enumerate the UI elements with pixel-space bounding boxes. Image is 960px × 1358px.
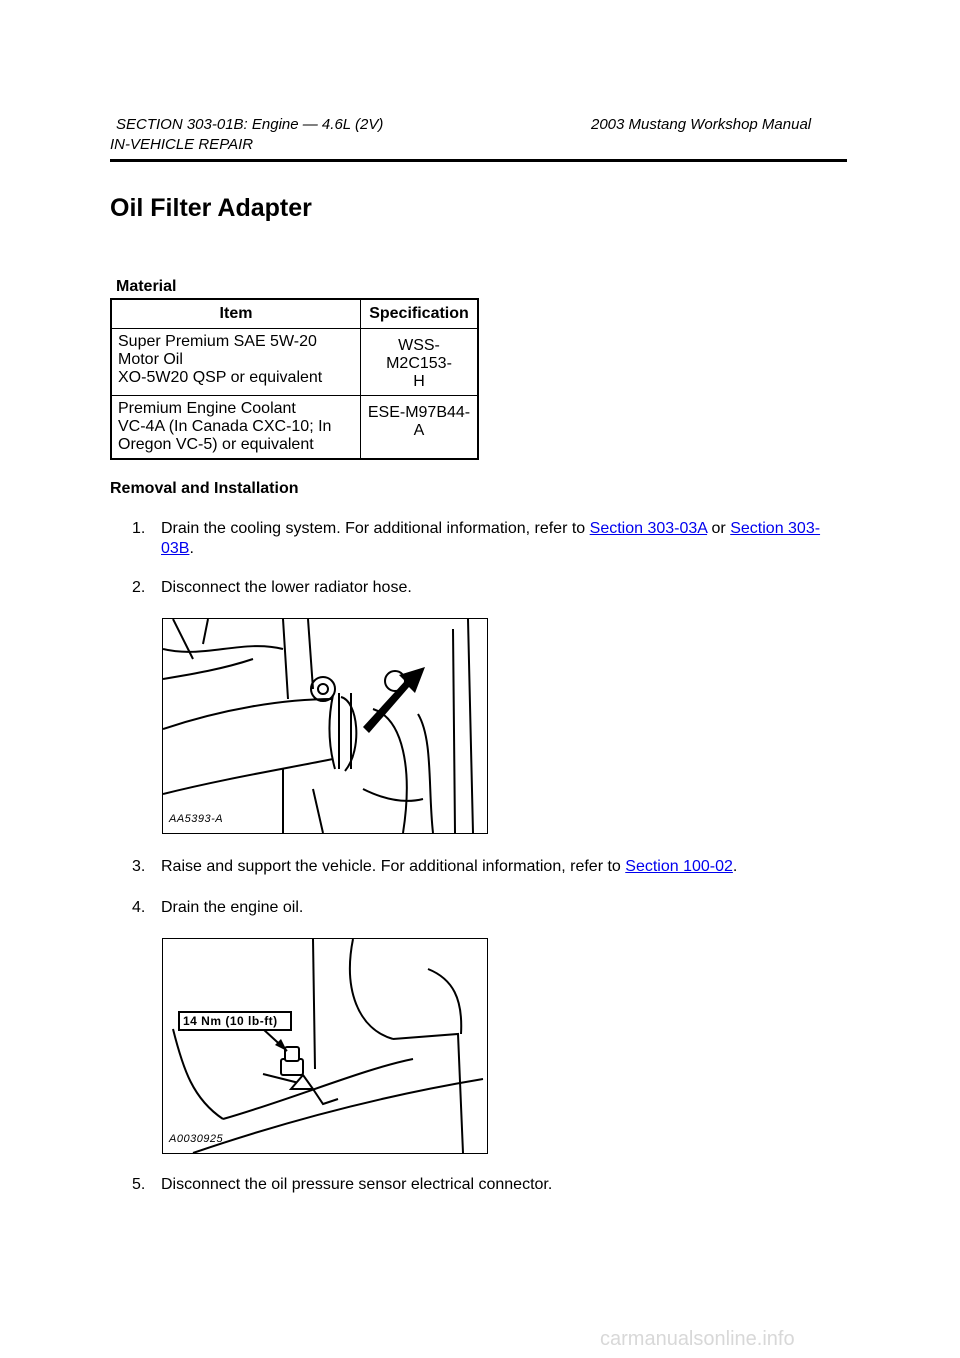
material-item-cell: Premium Engine Coolant VC-4A (In Canada … <box>110 395 361 460</box>
step-text: Disconnect the lower radiator hose. <box>161 579 412 596</box>
step-number: 5. <box>132 1176 146 1193</box>
header-subsection: IN-VEHICLE REPAIR <box>110 136 254 153</box>
figure-label: A0030925 <box>169 1133 224 1145</box>
item-line: Motor Oil <box>118 351 183 368</box>
material-spec-cell: ESE-M97B44- A <box>360 395 479 460</box>
torque-callout: 14 Nm (10 lb-ft) <box>183 1014 278 1028</box>
figure-label: AA5393-A <box>169 813 224 825</box>
step-number: 4. <box>132 899 146 916</box>
table-row: Super Premium SAE 5W-20 Motor Oil XO-5W2… <box>110 328 479 396</box>
spec-line: H <box>413 373 425 390</box>
figure-oil-drain-plug: 14 Nm (10 lb-ft) A0030925 <box>162 938 488 1154</box>
material-header-row: Item Specification <box>110 298 479 329</box>
step-number: 1. <box>132 520 146 537</box>
header-section: SECTION 303-01B: Engine — 4.6L (2V) <box>116 116 384 133</box>
spec-line: A <box>413 422 425 439</box>
link-section-303-03a[interactable]: Section 303-03A <box>589 520 708 537</box>
material-spec-cell: WSS-M2C153- H <box>360 328 479 396</box>
step-text-part: Raise and support the vehicle. For addit… <box>161 858 621 875</box>
header-divider <box>110 159 847 162</box>
oil-pan-illustration <box>172 939 484 1153</box>
link-section-303-03b[interactable]: Section 303- 03B <box>161 520 820 557</box>
item-line: Super Premium SAE 5W-20 <box>118 333 317 350</box>
column-header-item: Item <box>110 298 361 329</box>
step-number: 2. <box>132 579 146 596</box>
figure-radiator-hose: AA5393-A <box>162 618 488 834</box>
step-text: Raise and support the vehicle. For addit… <box>161 857 831 877</box>
link-text-part: 03B <box>161 540 190 557</box>
spec-line: ESE-M97B44- <box>367 404 471 421</box>
column-header-specification: Specification <box>360 298 479 329</box>
material-caption: Material <box>116 278 177 295</box>
step-text-part: or <box>711 520 726 537</box>
radiator-hose-illustration <box>163 619 474 833</box>
procedure-heading: Removal and Installation <box>110 480 299 497</box>
item-line: VC-4A (In Canada CXC-10; In <box>118 418 332 435</box>
item-line: Premium Engine Coolant <box>118 400 296 417</box>
header-manual: 2003 Mustang Workshop Manual <box>591 116 812 133</box>
step-text-part: Drain the cooling system. For additional… <box>161 520 586 537</box>
material-table: Item Specification Super Premium SAE 5W-… <box>110 298 479 460</box>
link-section-100-02[interactable]: Section 100-02 <box>625 858 733 875</box>
material-item-cell: Super Premium SAE 5W-20 Motor Oil XO-5W2… <box>110 328 361 396</box>
step-text: Drain the engine oil. <box>161 899 304 916</box>
link-text-part: Section 303- <box>730 520 821 537</box>
step-text-part: . <box>732 858 738 875</box>
watermark: carmanualsonline.info <box>600 1328 795 1350</box>
spec-line: WSS-M2C153- <box>386 337 452 372</box>
step-text: Drain the cooling system. For additional… <box>161 519 831 559</box>
step-text: Disconnect the oil pressure sensor elect… <box>161 1176 553 1193</box>
table-row: Premium Engine Coolant VC-4A (In Canada … <box>110 395 479 460</box>
item-line: XO-5W20 QSP or equivalent <box>118 369 323 386</box>
page-title: Oil Filter Adapter <box>110 194 312 222</box>
step-text-part: . <box>189 540 194 557</box>
item-line: Oregon VC-5) or equivalent <box>118 436 314 453</box>
step-number: 3. <box>132 858 146 875</box>
